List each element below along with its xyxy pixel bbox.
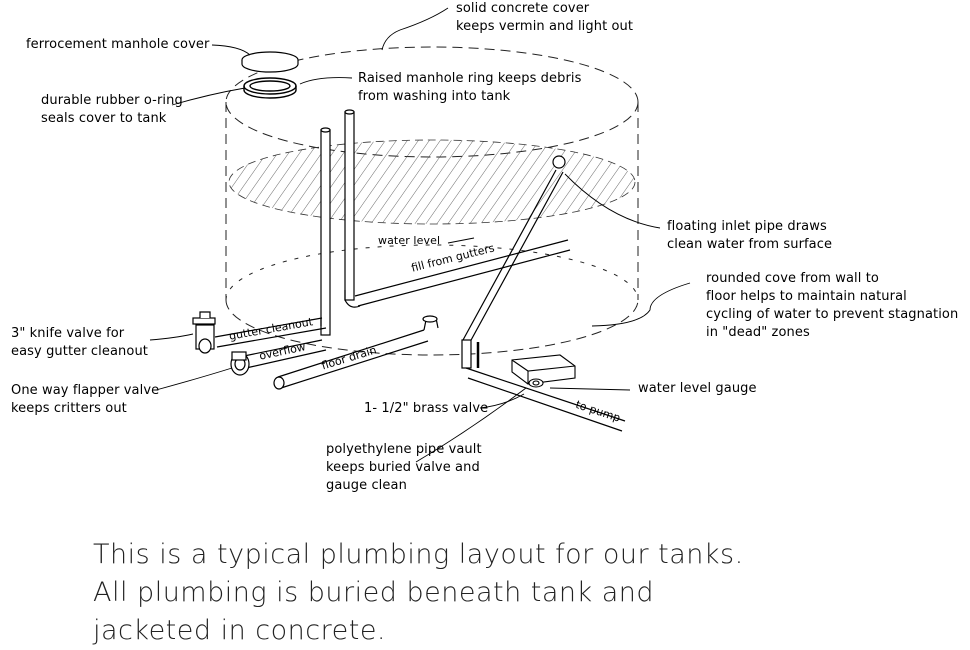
label-water-gauge: water level gauge xyxy=(638,381,757,396)
label-water-level: water level xyxy=(378,234,441,247)
manhole-cover xyxy=(241,51,299,73)
manhole-ring xyxy=(243,77,297,99)
outlet-pipe xyxy=(465,342,626,432)
gutter-cleanout-pipe xyxy=(214,317,327,348)
water-surface xyxy=(228,139,636,225)
flapper-valve xyxy=(230,351,250,376)
water-level-marker xyxy=(447,237,475,244)
tank-plumbing-diagram xyxy=(149,7,691,463)
floor-drain-pipe xyxy=(273,315,439,390)
pipe-vault xyxy=(511,354,576,388)
fill-pipe xyxy=(344,239,571,308)
caption-line-1: This is a typical plumbing layout for ou… xyxy=(93,539,744,570)
label-manhole-cover: ferrocement manhole cover xyxy=(26,37,210,52)
label-brass-valve: 1- 1/2" brass valve xyxy=(364,401,489,416)
leader-lines xyxy=(149,7,691,463)
caption: This is a typical plumbing layout for ou… xyxy=(93,536,833,650)
caption-line-2: All plumbing is buried beneath tank and xyxy=(93,577,655,608)
riser-pipes xyxy=(320,109,355,336)
tank-outline xyxy=(225,46,639,356)
knife-valve xyxy=(192,311,216,354)
caption-line-3: jacketed in concrete. xyxy=(93,615,387,646)
overflow-pipe xyxy=(243,339,327,369)
